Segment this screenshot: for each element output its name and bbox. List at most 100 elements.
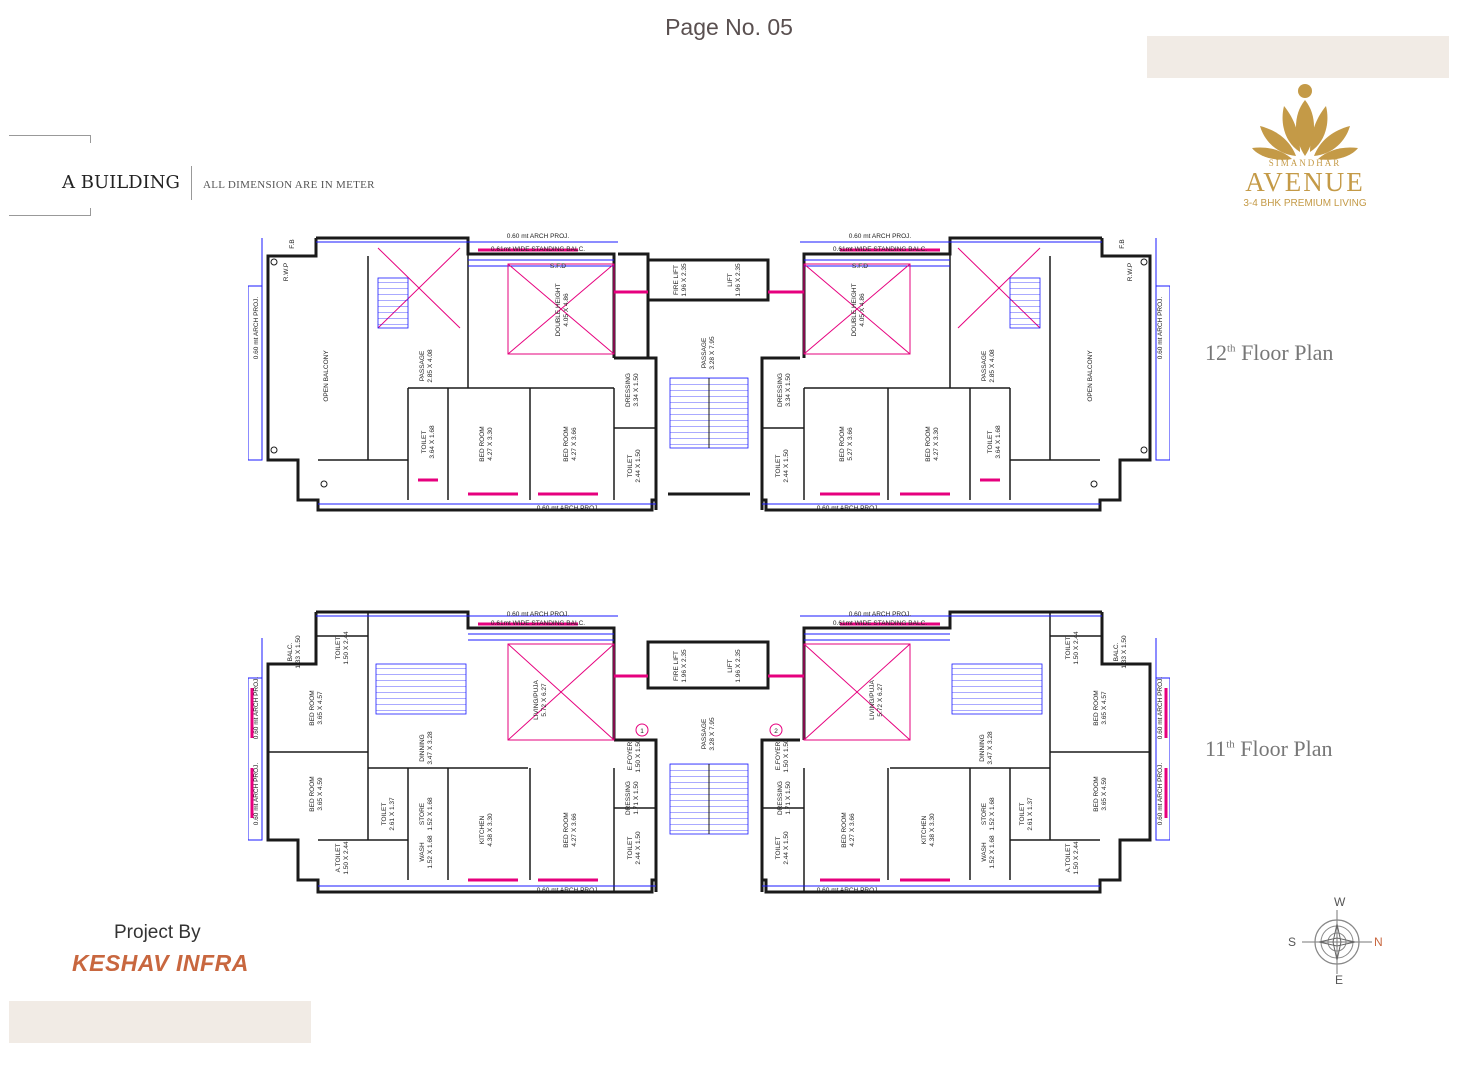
label-arch-top-right-12: 0.60 mt ARCH PROJ. xyxy=(849,233,912,240)
label-lift-11: LIFT xyxy=(727,659,734,672)
label-toilet-b-right-size-11: 2.44 X 1.50 xyxy=(783,831,790,865)
brand-tagline: 3-4 BHK PREMIUM LIVING xyxy=(1243,198,1367,209)
label-passage-left-size-12: 2.85 X 4.08 xyxy=(427,349,434,383)
label-arch-bottom-right-12: 0.60 mt ARCH PROJ. xyxy=(817,505,880,512)
label-bedroom-a-right-12: BED ROOM xyxy=(925,426,932,461)
label-living-right-size-11: 5.72 X 6.27 xyxy=(877,683,884,717)
label-toilet-a-left-11: TOILET xyxy=(381,803,388,826)
label-store-right-11: STORE xyxy=(981,802,988,825)
label-fb-right-12: F.B xyxy=(1119,239,1126,248)
label-toilet-left-size-12: 3.64 X 1.68 xyxy=(429,425,436,459)
dimension-note: ALL DIMENSION ARE IN METER xyxy=(203,179,375,191)
floor-label-12: 12th Floor Plan xyxy=(1205,340,1333,366)
floor-12-text: Floor Plan xyxy=(1241,340,1334,365)
label-toilet-top-right-11: TOILET xyxy=(1065,637,1072,660)
compass-rose-icon xyxy=(1302,910,1372,974)
label-fb-left-12: F.B xyxy=(289,239,296,248)
floor-11-text: Floor Plan xyxy=(1240,736,1333,761)
label-wide-balc-right-11: 0.61mt WIDE STANDING BALC. xyxy=(833,620,927,627)
label-store-right-size-11: 1.52 X 1.68 xyxy=(989,797,996,831)
label-dressing-left-size-11: 1.71 X 1.50 xyxy=(633,781,640,815)
label-foyer-right-size-11: 1.50 X 1.50 xyxy=(783,739,790,773)
label-wash-right-size-11: 1.52 X 1.68 xyxy=(989,835,996,869)
label-living-right-11: LIVING/PUJA xyxy=(869,679,876,719)
label-fire-lift-11: FIRE LIFT xyxy=(673,651,680,681)
floor-12-suffix: th xyxy=(1227,342,1236,355)
label-sfd-left-12: S.F.D xyxy=(550,263,566,270)
label-bedroom-a-right-size-11: 3.65 X 4.57 xyxy=(1101,691,1108,725)
label-dressing-right-11: DRESSING xyxy=(777,781,784,815)
label-open-balcony-right-12: OPEN BALCONY xyxy=(1087,350,1094,402)
floor-11-number: 11 xyxy=(1205,736,1227,761)
label-toilet-b-left-size-11: 2.44 X 1.50 xyxy=(635,831,642,865)
label-passage-right-12: PASSAGE xyxy=(981,350,988,381)
floor-plan-12: FIRE LIFT 1.96 X 2.35 LIFT 1.96 X 2.35 P… xyxy=(247,228,1171,513)
label-passage-left-12: PASSAGE xyxy=(419,350,426,381)
label-bedroom-c-right-size-11: 4.27 X 3.66 xyxy=(849,813,856,847)
label-double-height-right-size-12: 4.05 X 4.86 xyxy=(859,293,866,327)
label-fire-lift-size-11: 1.96 X 2.35 xyxy=(681,649,688,683)
label-bedroom-c-left-size-11: 4.27 X 3.66 xyxy=(571,813,578,847)
label-toilet-a-right-size-11: 2.61 X 1.37 xyxy=(1027,797,1034,831)
label-toilet-b-right-12: TOILET xyxy=(775,455,782,478)
label-toilet-right-12: TOILET xyxy=(987,431,994,454)
label-a-toilet-right-size-11: 1.50 X 2.44 xyxy=(1073,841,1080,875)
building-title: A BUILDING xyxy=(62,172,180,193)
label-fire-lift-12: FIRE LIFT xyxy=(673,265,680,295)
label-open-balcony-left-12: OPEN BALCONY xyxy=(323,350,330,402)
label-bedroom-a-left-size-11: 3.65 X 4.57 xyxy=(317,691,324,725)
label-bedroom-b-left-11: BED ROOM xyxy=(309,776,316,811)
label-balc-left-12: 0.61mt WIDE STANDING BALC. xyxy=(491,246,585,253)
project-by-label: Project By xyxy=(114,922,201,943)
label-foyer-left-11: E.FOYER xyxy=(627,741,634,770)
label-foyer-right-11: E.FOYER xyxy=(775,741,782,770)
compass-north: N xyxy=(1374,935,1383,949)
label-toilet-b-left-11: TOILET xyxy=(627,837,634,860)
label-lift-12: LIFT xyxy=(727,273,734,286)
title-bracket-top xyxy=(9,135,91,143)
label-arch-side-b-right-11: 0.60 mt ARCH PROJ. xyxy=(1157,763,1164,826)
brand-logo: SIMANDHAR AVENUE 3-4 BHK PREMIUM LIVING xyxy=(1220,82,1390,232)
label-passage-right-size-12: 2.85 X 4.08 xyxy=(989,349,996,383)
label-store-left-11: STORE xyxy=(419,802,426,825)
floor-11-suffix: th xyxy=(1226,738,1235,751)
label-arch-side-b-left-11: 0.60 mt ARCH PROJ. xyxy=(253,763,260,826)
label-dressing-left-size-12: 3.34 X 1.50 xyxy=(633,373,640,407)
label-bedroom-a-left-12: BED ROOM xyxy=(479,426,486,461)
label-a-toilet-left-11: A.TOILET xyxy=(335,844,342,873)
title-bracket-bottom xyxy=(9,208,91,216)
floor-label-11: 11th Floor Plan xyxy=(1205,736,1333,762)
label-dressing-right-size-11: 1.71 X 1.50 xyxy=(785,781,792,815)
title-divider xyxy=(191,166,192,200)
label-kitchen-right-11: KITCHEN xyxy=(921,815,928,844)
label-a-toilet-left-size-11: 1.50 X 2.44 xyxy=(343,841,350,875)
label-arch-right-12: 0.60 mt ARCH PROJ. xyxy=(1157,297,1164,360)
label-sfd-right-12: S.F.D xyxy=(852,263,868,270)
compass-east: E xyxy=(1335,973,1344,987)
floor-12-number: 12 xyxy=(1205,340,1227,365)
label-arch-top-left-12: 0.60 mt ARCH PROJ. xyxy=(507,233,570,240)
label-bedroom-b-right-size-11: 3.65 X 4.59 xyxy=(1101,777,1108,811)
label-toilet-top-left-size-11: 1.50 X 2.44 xyxy=(343,631,350,665)
label-bedroom-b-12: BED ROOM xyxy=(563,426,570,461)
label-wash-right-11: WASH xyxy=(981,842,988,862)
label-fire-lift-size-12: 1.96 X 2.35 xyxy=(681,263,688,297)
page-number: Page No. 05 xyxy=(665,14,793,40)
label-arch-bottom-left-12: 0.60 mt ARCH PROJ. xyxy=(537,505,600,512)
label-passage-center-size-11: 3.28 X 7.95 xyxy=(709,717,716,751)
label-dressing-right-size-12: 3.34 X 1.50 xyxy=(785,373,792,407)
label-kitchen-left-11: KITCHEN xyxy=(479,815,486,844)
label-bedroom-b-left-size-11: 3.65 X 4.59 xyxy=(317,777,324,811)
label-toilet-b-right-size-12: 2.44 X 1.50 xyxy=(783,449,790,483)
label-toilet-b-left-size-12: 2.44 X 1.50 xyxy=(635,449,642,483)
label-bedroom-a-left-11: BED ROOM xyxy=(309,690,316,725)
floor-plan-12-drawing: FIRE LIFT 1.96 X 2.35 LIFT 1.96 X 2.35 P… xyxy=(247,233,1171,512)
label-dressing-left-12: DRESSING xyxy=(625,373,632,407)
brand-small-name: SIMANDHAR xyxy=(1268,158,1342,168)
label-kitchen-right-size-11: 4.38 X 3.30 xyxy=(929,813,936,847)
marker-1-11: 1 xyxy=(640,728,644,735)
label-dining-right-11: DINNING xyxy=(979,734,986,761)
label-arch-side-a-right-11: 0.60 mt ARCH PROJ. xyxy=(1157,677,1164,740)
label-dining-right-size-11: 3.47 X 3.28 xyxy=(987,731,994,765)
label-balc-left-size-11: 1.33 X 1.50 xyxy=(295,635,302,669)
